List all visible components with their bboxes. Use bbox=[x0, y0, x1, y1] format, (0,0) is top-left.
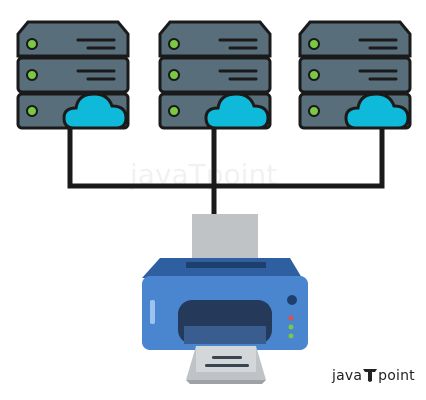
brand-logo: java point bbox=[332, 368, 415, 384]
cloud-icon bbox=[62, 92, 128, 130]
status-led-red bbox=[288, 315, 294, 321]
status-led-green bbox=[288, 324, 294, 330]
paper-input bbox=[192, 214, 258, 266]
cloud-icon bbox=[204, 92, 270, 130]
cloud-icon bbox=[344, 92, 410, 130]
brand-text-java: java bbox=[332, 368, 363, 384]
power-button-icon[interactable] bbox=[287, 295, 297, 305]
server-cloud-2[interactable] bbox=[158, 20, 272, 130]
brand-text-point: point bbox=[378, 368, 415, 384]
printer[interactable] bbox=[142, 214, 308, 384]
server-cloud-1[interactable] bbox=[16, 20, 130, 130]
brand-t-icon bbox=[363, 369, 378, 382]
wire-server-1 bbox=[67, 128, 385, 189]
server-cloud-3[interactable] bbox=[298, 20, 412, 130]
connections bbox=[67, 128, 385, 216]
server-stack-icon bbox=[158, 20, 272, 130]
status-led-green bbox=[288, 333, 294, 339]
